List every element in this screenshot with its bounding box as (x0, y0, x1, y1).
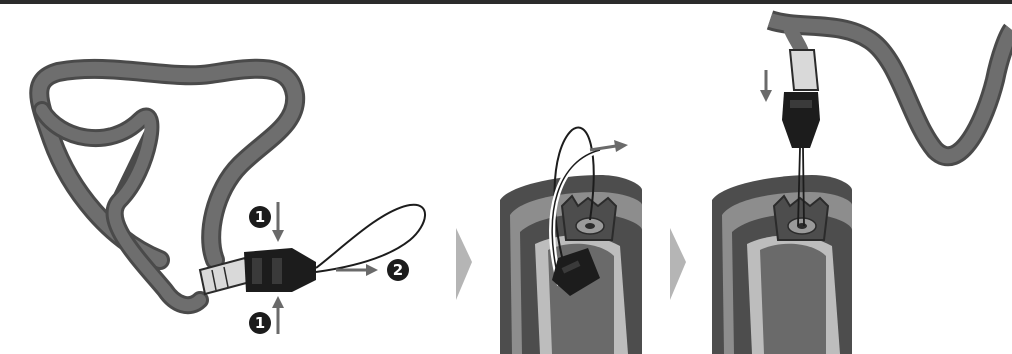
pull-arrow-icon (590, 140, 628, 152)
press-arrow-icon (272, 202, 284, 242)
press-arrow-icon (272, 296, 284, 334)
step-marker-pull: 2 (387, 259, 409, 281)
buckle-clip (782, 92, 820, 148)
lanyard-strap (39, 69, 295, 260)
step-marker-press-top: 1 (249, 206, 271, 228)
pull-arrow-icon (336, 264, 378, 276)
buckle-clip (244, 248, 316, 292)
panel-1-lanyard: 1 1 2 (39, 69, 425, 334)
cord-loop (316, 205, 425, 272)
panel-3-attach-lanyard (712, 20, 1012, 354)
step-marker-press-bottom: 1 (249, 312, 271, 334)
step-number-text: 2 (393, 261, 403, 279)
panel-2-thread-cord (500, 128, 642, 354)
next-step-chevron-icon (670, 228, 686, 300)
step-number-text: 1 (255, 314, 265, 332)
step-number-text: 1 (255, 208, 265, 226)
pull-arrow-icon (760, 70, 772, 102)
strap-connector (790, 50, 818, 90)
next-step-chevron-icon (456, 228, 472, 300)
